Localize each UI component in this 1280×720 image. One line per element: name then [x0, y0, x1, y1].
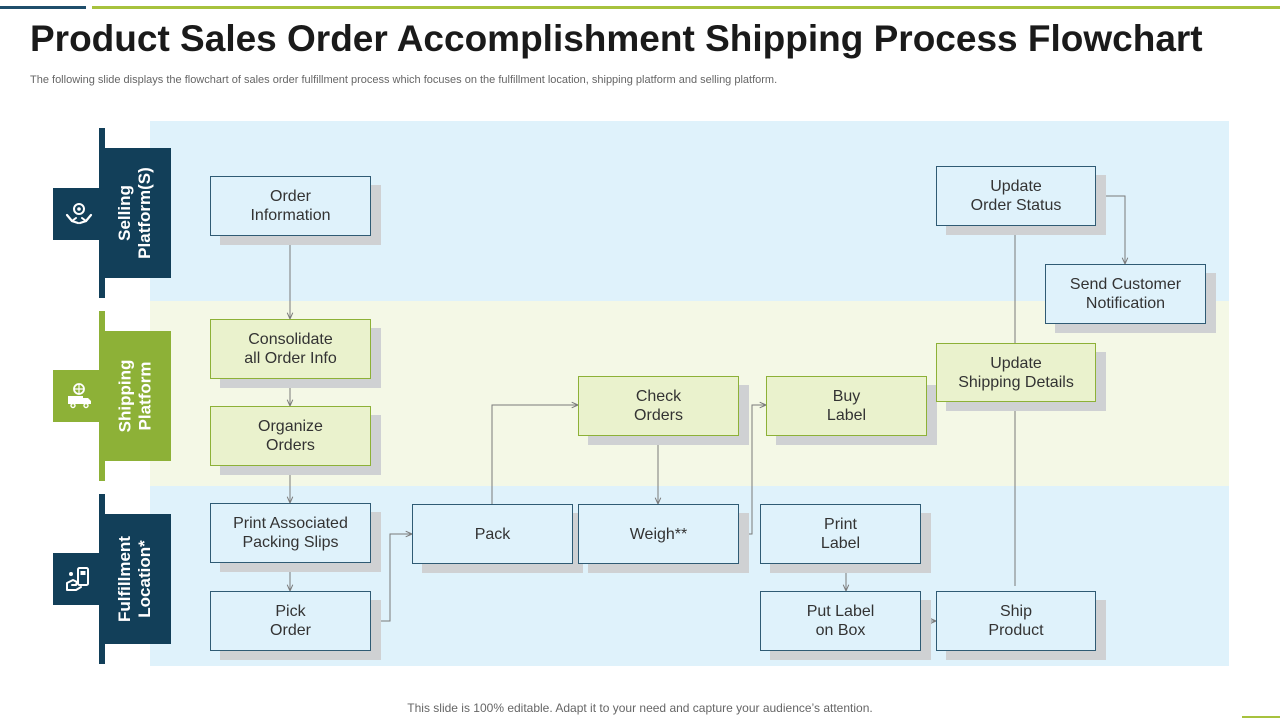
page-subtitle: The following slide displays the flowcha…: [30, 74, 778, 86]
weigh-box: Weigh**: [578, 504, 739, 564]
check-orders-box: Check Orders: [578, 376, 739, 436]
weigh-text: Weigh**: [629, 525, 688, 543]
top-accent-bar-dark: [0, 6, 86, 9]
selling-platform-lane-label: Selling Platform(S): [99, 148, 171, 278]
organize-orders-text: Organize Orders: [258, 418, 323, 454]
print-packing-slips-box: Print Associated Packing Slips: [210, 503, 371, 563]
print-label-text: Print Label: [820, 516, 861, 552]
shipping-lane-tab-top: [99, 311, 105, 331]
check-orders-text: Check Orders: [634, 388, 683, 424]
footer-note: This slide is 100% editable. Adapt it to…: [407, 701, 873, 715]
update-order-status-box: Update Order Status: [936, 166, 1096, 226]
buy-label-box: Buy Label: [766, 376, 927, 436]
send-customer-notification-text: Send Customer Notification: [1069, 276, 1182, 312]
shipping-platform-lane-label: Shipping Platform: [99, 331, 171, 461]
pack-text: Pack: [474, 525, 511, 543]
fulfillment-lane-tab-top: [99, 494, 105, 514]
connector-update-status-to-send-notification: [1096, 195, 1125, 264]
ship-product-box: Ship Product: [936, 591, 1096, 651]
consolidate-order-info-text: Consolidate all Order Info: [244, 331, 337, 367]
organize-orders-box: Organize Orders: [210, 406, 371, 466]
order-information-box: Order Information: [210, 176, 371, 236]
buy-label-text: Buy Label: [826, 388, 867, 424]
shipping-lane-tab-bottom: [99, 461, 105, 481]
fulfillment-lane-tab-bottom: [99, 644, 105, 664]
hand-with-phone-icon: [53, 553, 105, 605]
pick-order-box: Pick Order: [210, 591, 371, 651]
pack-box: Pack: [412, 504, 573, 564]
hands-with-gear-icon: [53, 188, 105, 240]
put-label-on-box-box: Put Label on Box: [760, 591, 921, 651]
consolidate-order-info-box: Consolidate all Order Info: [210, 319, 371, 379]
pick-order-text: Pick Order: [270, 603, 311, 639]
delivery-truck-globe-icon: [53, 370, 105, 422]
selling-lane-tab-bottom: [99, 278, 105, 298]
connector-pack-to-check-orders: [491, 405, 578, 504]
connector-weigh-to-buy-label: [739, 405, 766, 535]
update-order-status-text: Update Order Status: [970, 178, 1062, 214]
update-shipping-details-box: Update Shipping Details: [936, 343, 1096, 402]
page-title: Product Sales Order Accomplishment Shipp…: [30, 18, 1203, 59]
bottom-accent-line: [1242, 716, 1280, 718]
top-accent-bar-green: [92, 6, 1280, 9]
connector-pick-order-to-pack: [371, 534, 412, 622]
selling-lane-tab-top: [99, 128, 105, 148]
ship-product-text: Ship Product: [988, 603, 1044, 639]
send-customer-notification-box: Send Customer Notification: [1045, 264, 1206, 324]
put-label-on-box-text: Put Label on Box: [806, 603, 875, 639]
order-information-text: Order Information: [250, 188, 331, 224]
update-shipping-details-text: Update Shipping Details: [958, 354, 1074, 391]
print-label-box: Print Label: [760, 504, 921, 564]
fulfillment-location-lane-label: Fulfillment Location*: [99, 514, 171, 644]
print-packing-slips-text: Print Associated Packing Slips: [233, 515, 348, 551]
